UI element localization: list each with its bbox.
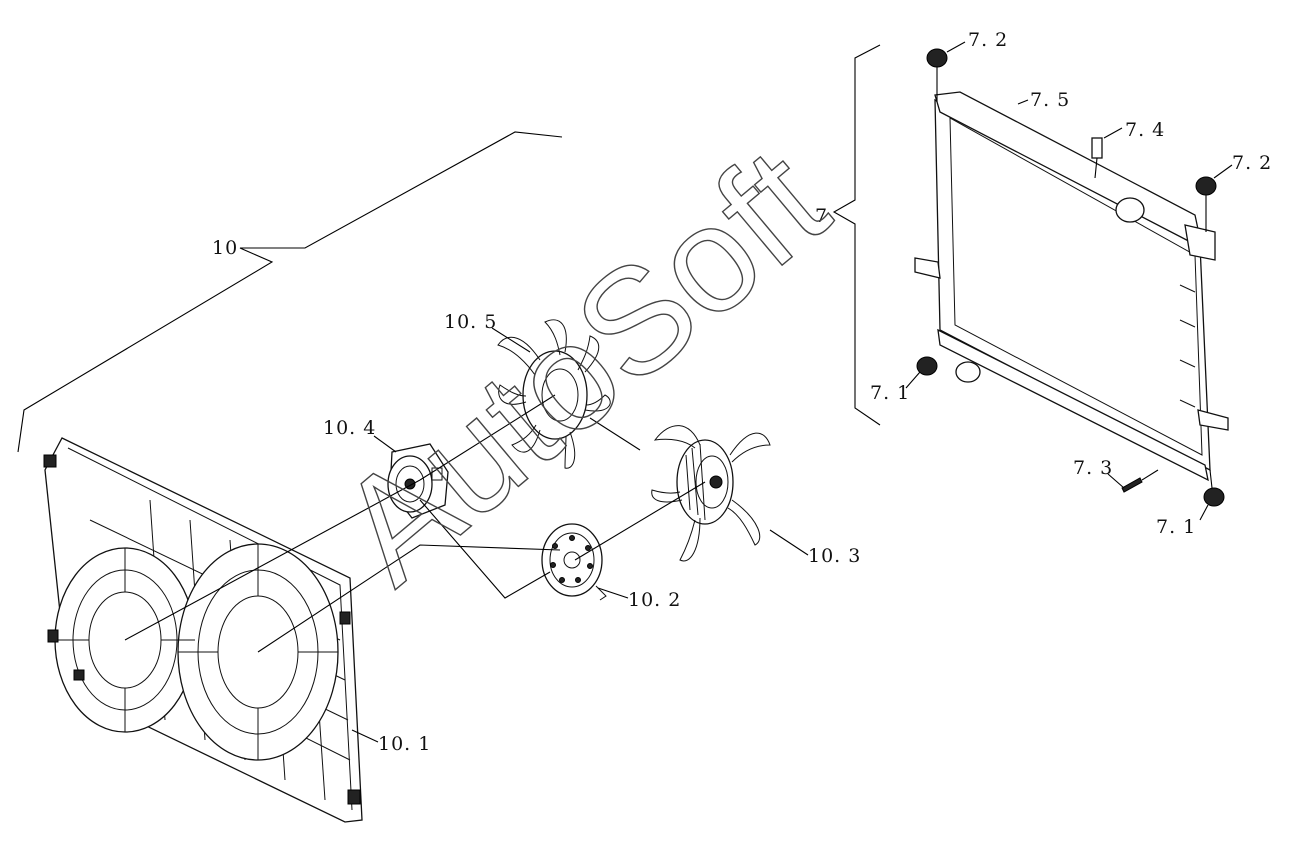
fan-shroud — [43, 437, 363, 823]
breather-pipe — [1091, 137, 1103, 179]
assembly-guide-lines — [124, 394, 706, 653]
radiator-cushion-top-right — [1195, 176, 1217, 232]
label-10-3: 10. 3 — [808, 545, 861, 567]
label-7-1-left: 7. 1 — [870, 382, 910, 404]
label-10-1: 10. 1 — [378, 733, 431, 755]
label-7-3: 7. 3 — [1073, 457, 1113, 479]
radiator — [914, 91, 1229, 482]
group-7-bracket — [832, 44, 881, 426]
radiator-cushion-top-left — [926, 48, 948, 102]
drain-plug — [1121, 469, 1159, 493]
label-10: 10 — [212, 237, 238, 259]
fan-blade-10-3 — [651, 425, 771, 562]
label-7-1-right: 7. 1 — [1156, 516, 1196, 538]
callout-leaders — [351, 41, 1233, 743]
fan-motor-10-2 — [541, 523, 607, 601]
callout-labels: 10 10. 1 10. 2 10. 3 10. 4 10. 5 7 7. 1 … — [212, 29, 1272, 755]
radiator-cushion-bottom-left — [916, 356, 938, 376]
label-7: 7 — [815, 205, 828, 227]
radiator-cushion-bottom-right — [1203, 469, 1225, 507]
label-10-5: 10. 5 — [444, 311, 497, 333]
label-7-5: 7. 5 — [1030, 89, 1070, 111]
label-10-2: 10. 2 — [628, 589, 681, 611]
label-10-4: 10. 4 — [323, 417, 376, 439]
label-7-2-right: 7. 2 — [1232, 152, 1272, 174]
label-7-4: 7. 4 — [1125, 119, 1165, 141]
group-10-bracket — [17, 131, 563, 453]
label-7-2-top: 7. 2 — [968, 29, 1008, 51]
